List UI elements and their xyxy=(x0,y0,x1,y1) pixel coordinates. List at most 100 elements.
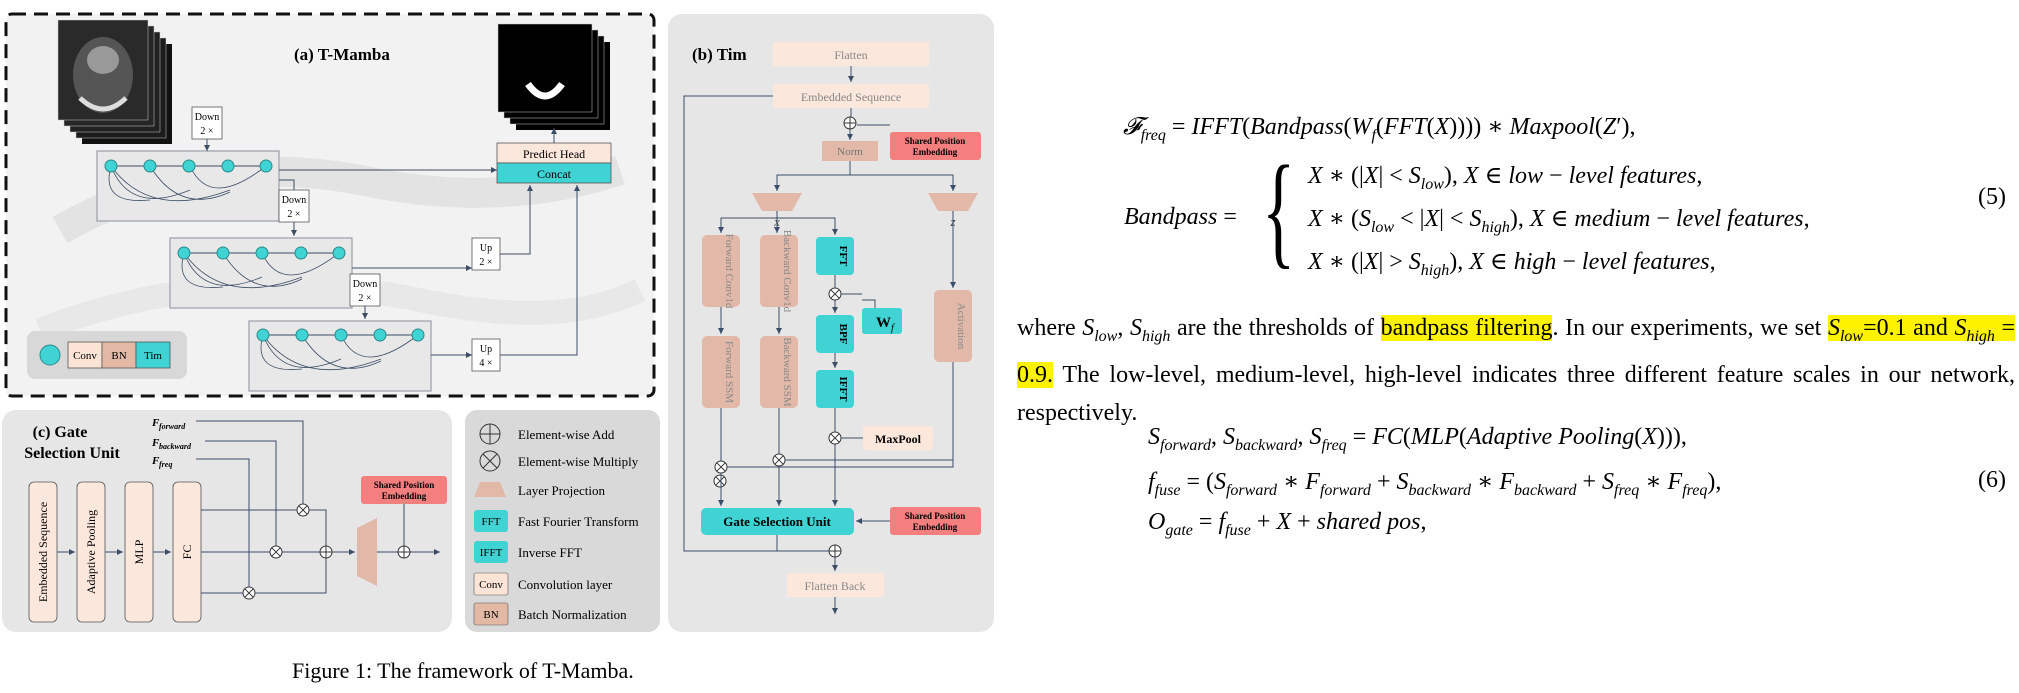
legend-row-ifft: IFFT Inverse FFT xyxy=(474,541,582,563)
svg-text:Embedded Sequence: Embedded Sequence xyxy=(801,90,901,104)
svg-text:F: F xyxy=(151,437,160,449)
equation-brace: { xyxy=(1262,141,1296,280)
svg-text:Embedding: Embedding xyxy=(382,491,427,501)
svg-text:Embedding: Embedding xyxy=(913,147,958,157)
legend-row-conv: Conv Convolution layer xyxy=(473,572,613,596)
ct-image-stack xyxy=(57,19,172,144)
projection-right xyxy=(928,193,978,211)
maxpool-box xyxy=(863,426,933,450)
equation-bandpass-high: X ∗ (|X| > Shigh), X ∈ high − level feat… xyxy=(1308,249,1716,279)
legend-row-add: Element-wise Add xyxy=(479,423,615,445)
shared-position-embedding-bottom xyxy=(890,507,981,535)
svg-text:Down: Down xyxy=(282,195,306,206)
panel-b-connections xyxy=(683,66,956,614)
legend-row-fft: FFT Fast Fourier Transform xyxy=(474,510,639,532)
projection-left xyxy=(752,193,802,211)
svg-text:BN: BN xyxy=(111,350,126,362)
bpf-box xyxy=(816,315,854,353)
legend-row-multiply: Element-wise Multiply xyxy=(479,450,639,472)
svg-text:F: F xyxy=(151,455,160,467)
multiply-node-wf xyxy=(828,287,842,301)
panel-b-title: (b) Tim xyxy=(692,45,747,64)
equation-number-6: (6) xyxy=(1978,467,2006,493)
panel-a-legend: Conv BN Tim xyxy=(27,331,187,379)
svg-text:Conv: Conv xyxy=(479,579,503,591)
svg-text:Shared Position: Shared Position xyxy=(905,511,966,521)
wf-box xyxy=(862,308,902,334)
figure-caption: Figure 1: The framework of T-Mamba. xyxy=(292,658,634,683)
gsu-projection xyxy=(357,518,377,586)
down-box-3: Down 2 × xyxy=(349,273,381,307)
svg-text:4 ×: 4 × xyxy=(479,358,492,369)
svg-text:Inverse FFT: Inverse FFT xyxy=(518,545,582,560)
add-node-top xyxy=(843,116,857,130)
forward-ssm-box xyxy=(702,336,740,408)
svg-text:Element-wise Multiply: Element-wise Multiply xyxy=(518,454,639,469)
svg-text:Activation: Activation xyxy=(955,303,967,350)
ifft-box xyxy=(816,370,854,408)
down-box-1: Down 2 × xyxy=(191,106,223,140)
legend-row-bn: BN Batch Normalization xyxy=(473,602,627,626)
svg-text:Adaptive Pooling: Adaptive Pooling xyxy=(84,510,98,594)
concat-box xyxy=(496,162,612,184)
svg-text:F: F xyxy=(151,417,160,429)
symbol-legend: Element-wise Add Element-wise Multiply L… xyxy=(465,410,660,632)
svg-text:MLP: MLP xyxy=(132,539,146,564)
svg-text:IFFT: IFFT xyxy=(480,547,503,559)
svg-text:Shared Position: Shared Position xyxy=(374,480,435,490)
svg-text:2 ×: 2 × xyxy=(200,126,213,137)
add-node-bottom xyxy=(828,544,842,558)
svg-text:FFT: FFT xyxy=(482,516,501,528)
equation-gate-weights: Sforward, Sbackward, Sfreq = FC(MLP(Adap… xyxy=(1148,424,1687,454)
svg-text:Fast Fourier Transform: Fast Fourier Transform xyxy=(518,514,639,529)
svg-text:2 ×: 2 × xyxy=(287,209,300,220)
legend-background xyxy=(465,410,660,632)
svg-text:Flatten: Flatten xyxy=(834,48,867,62)
backward-conv1d-box xyxy=(760,235,798,307)
flatten-box xyxy=(773,42,929,66)
svg-text:Up: Up xyxy=(480,344,492,355)
svg-text:BPF: BPF xyxy=(837,324,849,345)
svg-text:forward: forward xyxy=(159,422,186,431)
paragraph-thresholds: where Slow, Shigh are the thresholds of … xyxy=(1017,315,2016,426)
flatten-back-box xyxy=(787,573,884,597)
up-box-2x: Up 2 × xyxy=(471,237,501,271)
svg-text:backward: backward xyxy=(159,442,192,451)
svg-text:FFT: FFT xyxy=(837,246,849,267)
equation-bandpass-lhs: Bandpass = xyxy=(1124,204,1237,230)
svg-text:BN: BN xyxy=(483,609,498,621)
activation-box xyxy=(934,290,972,362)
svg-text:Down: Down xyxy=(353,279,377,290)
svg-text:Embedding: Embedding xyxy=(913,522,958,532)
svg-text:Selection Unit: Selection Unit xyxy=(24,445,120,462)
svg-text:IFFT: IFFT xyxy=(837,376,849,402)
svg-text:Norm: Norm xyxy=(837,146,863,158)
gsu-shared-position-embedding xyxy=(361,476,447,504)
svg-text:FC: FC xyxy=(180,545,194,560)
equation-bandpass-low: X ∗ (|X| < Slow), X ∈ low − level featur… xyxy=(1308,163,1703,193)
equation-f-fuse: ffuse = (Sforward ∗ Fforward + Sbackward… xyxy=(1148,469,1722,499)
svg-text:Batch Normalization: Batch Normalization xyxy=(518,607,627,622)
equation-o-gate: Ogate = ffuse + X + shared pos, xyxy=(1148,509,1427,539)
multiply-node-forward xyxy=(714,460,728,474)
svg-text:W: W xyxy=(876,315,891,331)
shared-position-embedding-top xyxy=(890,132,981,160)
svg-text:(c) Gate: (c) Gate xyxy=(33,424,88,441)
svg-text:Element-wise Add: Element-wise Add xyxy=(518,427,615,442)
svg-text:Up: Up xyxy=(480,243,492,254)
panel-b-tim: (b) Tim Flatten Embedded Sequence Shared… xyxy=(668,14,994,632)
equation-number-5: (5) xyxy=(1978,184,2006,210)
predict-head-label: Predict Head xyxy=(523,147,585,161)
svg-text:Convolution layer: Convolution layer xyxy=(518,577,613,592)
concat-label: Concat xyxy=(537,167,572,181)
svg-text:2 ×: 2 × xyxy=(358,293,371,304)
tim-nodes-1 xyxy=(104,159,273,202)
embedded-sequence-box xyxy=(773,84,929,108)
svg-text:f: f xyxy=(891,323,895,334)
gsu-multiply-3 xyxy=(242,586,256,600)
svg-text:Forward Conv1d: Forward Conv1d xyxy=(723,234,735,309)
multiply-node-backward xyxy=(772,453,786,467)
tim-nodes-3 xyxy=(256,328,425,371)
gsu-add-1 xyxy=(319,545,333,559)
